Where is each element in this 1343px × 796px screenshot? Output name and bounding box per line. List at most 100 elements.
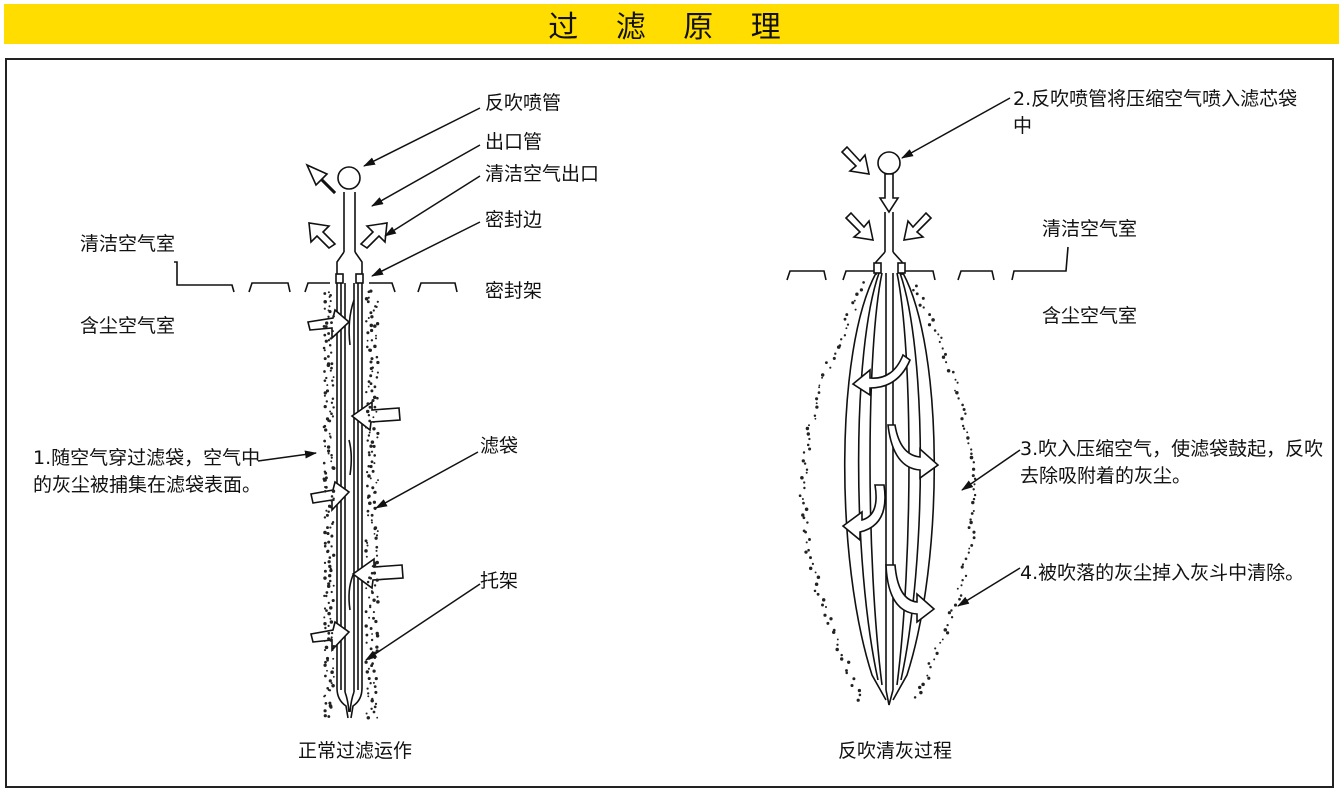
dust-dot bbox=[941, 355, 946, 359]
dust-dot bbox=[325, 400, 328, 403]
dust-dot bbox=[365, 470, 369, 474]
dust-dot bbox=[323, 300, 327, 304]
dust-dot bbox=[935, 651, 939, 655]
dust-dot bbox=[823, 613, 827, 617]
dust-dot bbox=[367, 413, 371, 417]
dust-dot bbox=[370, 571, 374, 575]
dust-dot bbox=[331, 384, 335, 387]
dust-dot bbox=[809, 556, 812, 560]
dust-dot bbox=[970, 512, 974, 515]
dust-dot bbox=[970, 452, 973, 456]
dust-dot bbox=[330, 412, 333, 416]
dust-dot bbox=[332, 498, 335, 502]
dust-dot bbox=[373, 405, 377, 409]
dust-dot bbox=[325, 376, 328, 380]
dust-dot bbox=[330, 351, 333, 354]
dust-dot bbox=[329, 300, 332, 303]
dust-dot bbox=[845, 669, 848, 672]
dust-dot bbox=[808, 424, 810, 427]
dust-dot bbox=[375, 560, 379, 565]
dust-dot bbox=[328, 574, 332, 578]
dust-dot bbox=[373, 490, 377, 494]
dust-dot bbox=[370, 513, 374, 517]
dust-dot bbox=[969, 455, 974, 460]
dust-dot bbox=[862, 281, 865, 284]
dust-dot bbox=[370, 357, 374, 361]
dust-dot bbox=[369, 464, 373, 469]
dust-dot bbox=[370, 699, 374, 703]
dust-dot bbox=[855, 292, 859, 296]
dust-dot bbox=[327, 582, 331, 586]
dust-dot bbox=[323, 357, 327, 361]
dust-dot bbox=[369, 627, 373, 630]
dust-dot bbox=[374, 677, 378, 681]
dust-dot bbox=[323, 569, 327, 573]
dust-dot bbox=[366, 544, 369, 547]
dust-dot bbox=[801, 459, 805, 463]
dust-dot bbox=[369, 682, 372, 685]
dust-dot bbox=[802, 451, 806, 454]
dust-dot bbox=[330, 636, 333, 639]
dust-dot bbox=[805, 468, 809, 471]
dust-dot bbox=[829, 617, 833, 621]
dust-dot bbox=[330, 534, 334, 537]
dust-dot bbox=[931, 318, 935, 322]
dust-dot bbox=[371, 633, 374, 635]
dust-dot bbox=[836, 643, 839, 646]
dust-dot bbox=[365, 426, 367, 429]
dust-dot bbox=[808, 566, 813, 571]
dust-dot bbox=[328, 556, 332, 559]
dust-dot bbox=[327, 637, 331, 641]
dust-dot bbox=[327, 624, 330, 628]
dust-dot bbox=[798, 494, 802, 498]
dust-dot bbox=[326, 526, 329, 530]
dust-dot bbox=[369, 328, 374, 333]
dust-dot bbox=[328, 689, 332, 692]
dust-dot bbox=[956, 381, 959, 384]
dust-dot bbox=[374, 337, 378, 340]
dust-dot bbox=[375, 355, 379, 359]
dust-dot bbox=[817, 391, 821, 394]
dust-dot bbox=[804, 530, 807, 534]
dust-dot bbox=[327, 601, 330, 605]
dust-dot bbox=[927, 662, 931, 665]
dust-dot bbox=[331, 598, 335, 603]
dust-dot bbox=[372, 416, 375, 419]
dust-dot bbox=[376, 360, 380, 365]
dust-dot bbox=[371, 591, 374, 595]
dust-dot bbox=[374, 619, 378, 624]
dust-dot bbox=[372, 571, 377, 575]
dust-dot bbox=[368, 419, 372, 423]
dust-dot bbox=[365, 555, 368, 558]
dust-dot bbox=[826, 621, 830, 625]
dust-dot bbox=[330, 454, 333, 457]
dust-dot bbox=[373, 685, 377, 688]
dust-dot bbox=[369, 360, 373, 364]
dust-dot bbox=[973, 493, 977, 497]
dust-dot bbox=[831, 630, 836, 635]
dust-dot bbox=[946, 623, 949, 627]
dust-dot bbox=[802, 501, 805, 505]
dust-dot bbox=[367, 434, 371, 437]
dust-dot bbox=[840, 657, 844, 661]
dust-dot bbox=[375, 549, 378, 552]
dust-dot bbox=[377, 479, 379, 482]
dust-dot bbox=[374, 508, 377, 510]
dust-dot bbox=[372, 710, 376, 714]
dust-dot bbox=[366, 580, 370, 584]
dust-dot bbox=[329, 568, 333, 573]
dust-dot bbox=[367, 494, 371, 498]
left-outlet-arrow-right bbox=[359, 222, 388, 250]
dust-dot bbox=[330, 321, 333, 324]
dust-dot bbox=[327, 631, 331, 635]
dust-dot bbox=[330, 590, 333, 594]
dust-dot bbox=[967, 526, 971, 530]
dust-dot bbox=[329, 526, 332, 529]
dust-dot bbox=[330, 460, 333, 463]
dust-dot bbox=[327, 611, 331, 616]
dust-dot bbox=[332, 657, 335, 660]
dust-dot bbox=[370, 519, 373, 522]
dust-dot bbox=[372, 421, 375, 423]
dust-dot bbox=[374, 536, 378, 540]
dust-dot bbox=[941, 347, 944, 350]
